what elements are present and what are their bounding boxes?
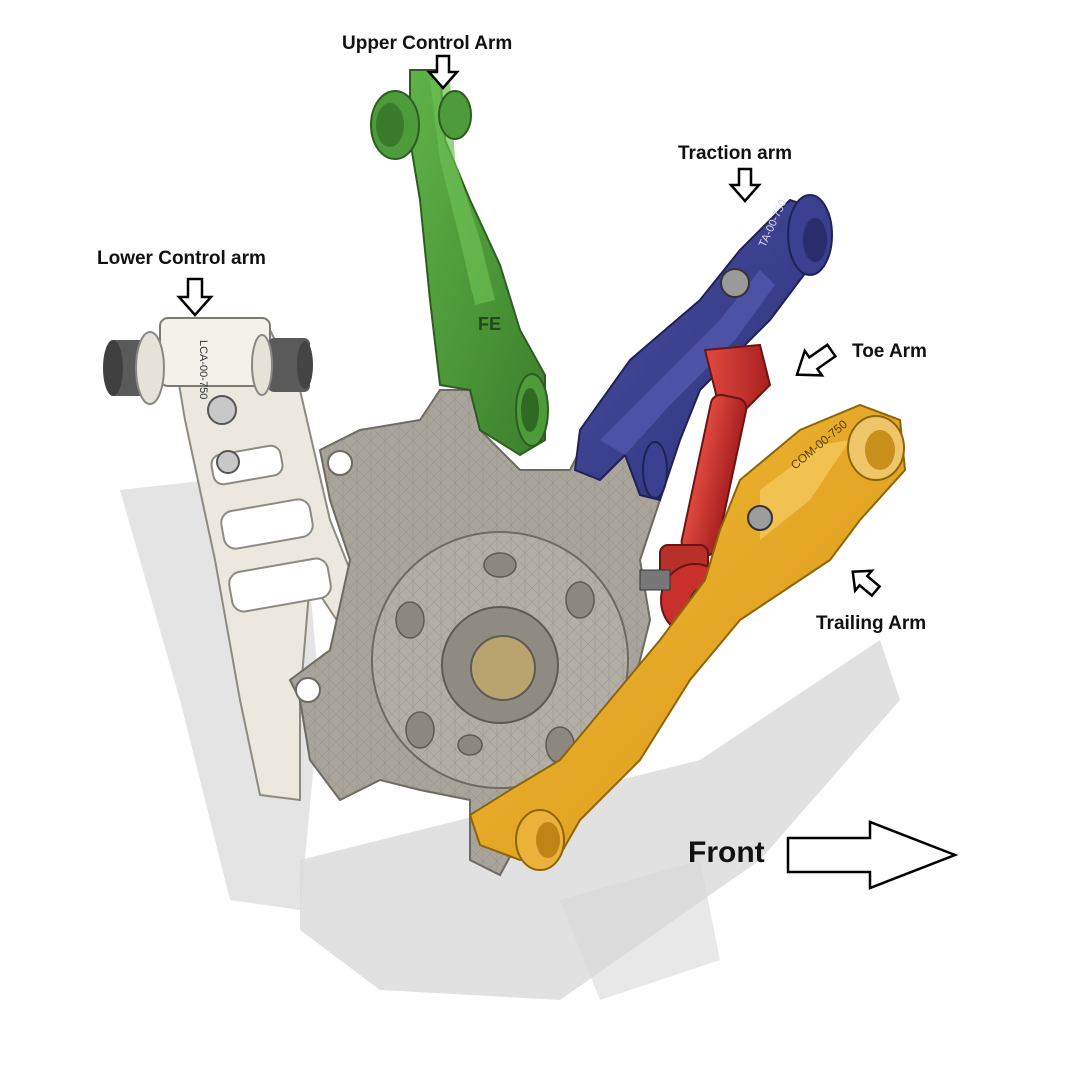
- trailing-arm: COM-00-750: [468, 403, 907, 871]
- front-arrow-icon: [786, 820, 959, 890]
- lower-control-arm: LCA-00-750: [103, 317, 372, 802]
- traction-arm-label: Traction arm: [678, 143, 793, 164]
- arrow-upper-control-arm-icon: [426, 54, 460, 90]
- lower-control-arm-label: Lower Control arm: [97, 248, 266, 269]
- trailing-arm-label: Trailing Arm: [816, 613, 927, 634]
- traction-arm: TA-00-750: [573, 194, 833, 502]
- toe-arm-label: Toe Arm: [852, 341, 927, 362]
- upper-control-arm-label: Upper Control Arm: [342, 33, 513, 54]
- upper-control-arm: FE: [370, 69, 549, 457]
- arrow-toe-arm-icon: [795, 343, 838, 377]
- arrow-trailing-arm-icon: [851, 569, 882, 598]
- front-label: Front: [688, 836, 765, 869]
- arrow-traction-arm-icon: [728, 167, 762, 203]
- lower-arm-engraving: LCA-00-750: [197, 340, 209, 399]
- upper-arm-logo: FE: [478, 314, 501, 334]
- arrow-lower-control-arm-icon: [176, 277, 214, 317]
